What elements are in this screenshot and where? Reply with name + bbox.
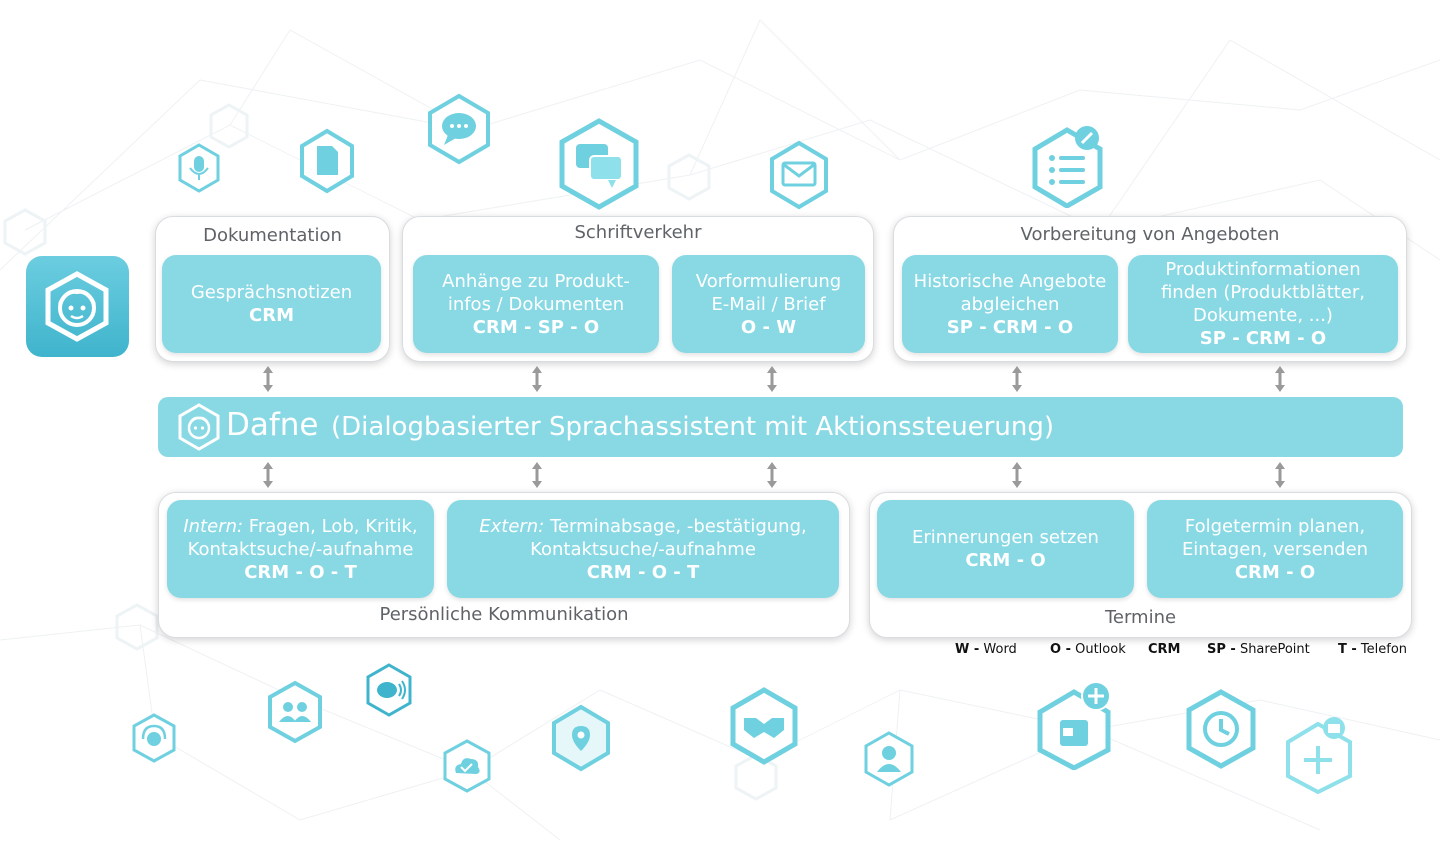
clock-icon [1186,689,1256,769]
microphone-icon [178,143,220,193]
card-produktinformationen[interactable]: Produktinformationen finden (Produktblät… [1128,255,1398,353]
card-systems: CRM - O - T [244,561,357,583]
card-gespraechsnotizen[interactable]: Gesprächsnotizen CRM [162,255,381,353]
card-text: Dokumente, ...) [1193,305,1333,326]
card-text: Anhänge zu Produkt- [442,270,630,292]
group-schriftverkehr: Schriftverkehr Anhänge zu Produkt- infos… [402,216,874,362]
group-angebote: Vorbereitung von Angeboten Historische A… [893,216,1407,362]
voice-chat-icon [366,663,412,717]
card-text: Kontaktsuche/-aufnahme [187,538,414,560]
connector-arrow [532,462,542,488]
cloud-check-icon [443,739,491,793]
document-icon [300,128,354,194]
card-systems: CRM [249,305,294,326]
card-vorformulierung[interactable]: Vorformulierung E-Mail / Brief O - W [672,255,865,353]
card-text: Fragen, Lob, Kritik, [243,515,418,537]
checklist-edit-icon [1032,126,1103,208]
card-text: finden (Produktblätter, [1160,282,1366,303]
card-text: infos / Dokumenten [447,293,625,315]
legend-item-word: W - Word [955,642,1017,657]
card-text: Erinnerungen setzen [912,527,1099,548]
dafne-name: Dafne [226,407,319,443]
card-text: Folgetermin planen, [1184,515,1366,537]
legend-item-outlook: O - Outlook [1050,642,1126,657]
card-historische-angebote[interactable]: Historische Angebote abgleichen SP - CRM… [902,255,1118,353]
card-erinnerungen[interactable]: Erinnerungen setzen CRM - O [877,500,1134,598]
group-icon [268,680,322,744]
card-text: Kontaktsuche/-aufnahme [530,538,756,560]
card-extern[interactable]: Extern: Terminabsage, -bestätigung, Kont… [447,500,839,598]
envelope-icon [770,140,828,210]
card-text: Eintagen, versenden [1181,538,1369,560]
card-intern[interactable]: Intern: Fragen, Lob, Kritik, Kontaktsuch… [167,500,434,598]
dafne-bar: Dafne (Dialogbasierter Sprachassistent m… [158,397,1403,457]
map-pin-icon [552,704,610,772]
card-text: Gesprächsnotizen [190,282,353,303]
add-calendar-icon [1286,717,1352,794]
legend-item-sharepoint: SP - SharePoint [1207,642,1310,657]
connector-arrow [1012,366,1022,392]
headset-icon [132,713,176,763]
card-systems: CRM - O [965,550,1046,571]
card-anhaenge[interactable]: Anhänge zu Produkt- infos / Dokumenten C… [413,255,659,353]
card-prefix: Intern: [183,515,244,537]
group-title-kommunikation: Persönliche Kommunikation [379,604,629,625]
card-systems: CRM - O - T [586,561,700,583]
dafne-app-icon[interactable] [26,256,129,357]
chat-bubble-icon [428,93,490,165]
card-systems: CRM - SP - O [472,316,600,338]
handshake-icon [730,687,798,765]
card-text: E-Mail / Brief [711,293,826,315]
group-dokumentation: Dokumentation Gesprächsnotizen CRM [155,216,390,362]
card-text: abgleichen [960,293,1060,315]
person-icon [864,731,914,787]
card-systems: CRM - O [1234,561,1316,583]
group-title-termine: Termine [1104,607,1177,628]
legend-item-crm: CRM [1148,642,1181,657]
connector-arrow [767,366,777,392]
card-text: Historische Angebote [913,270,1107,292]
group-termine: Erinnerungen setzen CRM - O Folgetermin … [869,492,1412,638]
card-systems: SP - CRM - O [1199,328,1327,349]
group-title-dokumentation: Dokumentation [203,225,342,246]
card-prefix: Extern: [479,515,545,537]
connector-arrow [263,462,273,488]
card-text: Terminabsage, -bestätigung, [544,515,807,537]
messages-icon [559,118,639,210]
group-title-schriftverkehr: Schriftverkehr [574,222,702,243]
connector-arrow [263,366,273,392]
connector-arrow [532,366,542,392]
connector-arrow [1012,462,1022,488]
dafne-face-icon [45,271,109,342]
dafne-logo-icon [178,403,220,451]
group-kommunikation: Intern: Fragen, Lob, Kritik, Kontaktsuch… [158,492,850,638]
card-systems: SP - CRM - O [946,316,1074,338]
legend-item-telefon: T - Telefon [1338,642,1408,657]
card-systems: O - W [740,316,797,338]
connector-arrow [767,462,777,488]
card-text: Produktinformationen [1165,259,1361,280]
card-text: Vorformulierung [695,270,842,292]
connector-arrow [1275,462,1285,488]
connector-arrow [1275,366,1285,392]
calendar-add-icon [1037,681,1111,770]
group-title-angebote: Vorbereitung von Angeboten [1020,224,1280,245]
card-folgetermin[interactable]: Folgetermin planen, Eintagen, versenden … [1147,500,1403,598]
dafne-description: (Dialogbasierter Sprachassistent mit Akt… [331,412,1055,442]
